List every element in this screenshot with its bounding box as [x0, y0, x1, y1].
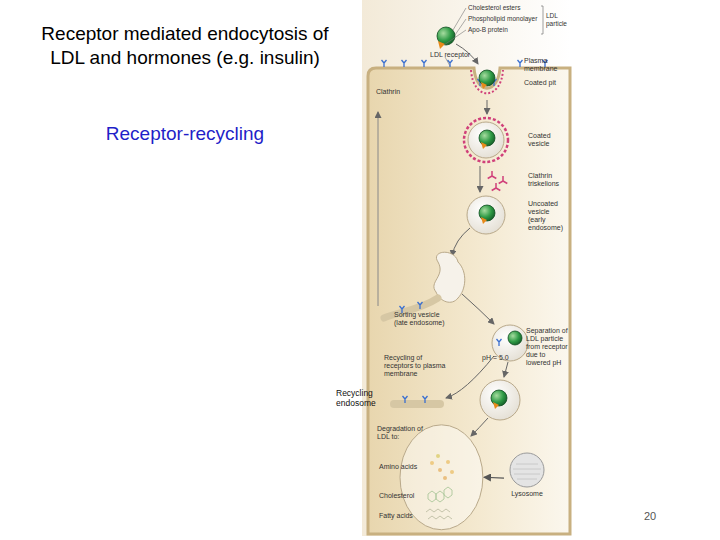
product-label: Fatty acids [379, 512, 429, 520]
flow-arrow [462, 294, 494, 324]
apo-b-protein [493, 402, 499, 409]
clathrin-triskelion [488, 171, 508, 191]
leader-line [445, 57, 450, 66]
lysosome-outline [510, 453, 544, 487]
receptor-symbol [402, 60, 407, 67]
node-heading: Degradation of LDL to: [377, 425, 429, 441]
flow-arrow [452, 228, 470, 256]
part-label: LDL receptor [430, 51, 480, 59]
transport-vesicle [480, 380, 520, 420]
flow-arrow [504, 362, 508, 377]
receptor-symbol [403, 396, 408, 403]
lysosome-shape [504, 450, 550, 508]
coated-vesicle [468, 122, 504, 158]
subtitle: Receptor-recycling [40, 122, 330, 146]
clathrin-coat [471, 70, 503, 93]
node-label: Lysosome [504, 490, 550, 498]
step-label: Separation of LDL particle from receptor… [526, 327, 568, 367]
step-label: Sorting vesicle (late endosome) [394, 311, 454, 327]
apo-b-protein [481, 142, 487, 149]
ph-label: pH = 5.0 [482, 354, 512, 362]
uncoated-vesicle [467, 196, 505, 234]
slide-title: Receptor mediated endocytosis of LDL and… [40, 22, 330, 70]
receptor-symbol [497, 339, 502, 346]
recycling-endosome-tubule [394, 400, 440, 408]
part-label: Clathrin triskelions [528, 172, 568, 188]
connector-arrow [484, 477, 504, 479]
apo-b-protein [481, 217, 487, 224]
part-label: LDL particle [546, 12, 570, 28]
part-label: Coated pit [524, 79, 568, 87]
receptor-symbol [423, 396, 428, 403]
clathrin-coat [464, 118, 508, 162]
product-label: Amino acids [379, 463, 429, 471]
flow-arrow [471, 418, 488, 436]
receptor-symbol [518, 60, 523, 67]
step-label: Coated vesicle [528, 132, 564, 148]
flow-arrow [480, 166, 481, 192]
ldl-particle [491, 390, 507, 406]
part-label: Cholesterol esters [468, 4, 544, 11]
step-label: Recycling of receptors to plasma membran… [384, 354, 450, 378]
annotation-label: Recycling endosome [336, 389, 388, 409]
lysosome: Lysosome [504, 450, 550, 508]
receptor-symbol [382, 60, 387, 67]
ldl-particle [479, 205, 495, 221]
plasma-membrane [368, 68, 570, 534]
apo-b-protein [438, 41, 445, 49]
lysosome-texture [513, 464, 541, 479]
recycling-arrow [378, 112, 379, 306]
leader-line [444, 8, 466, 45]
part-label: Plasma membrane [524, 57, 564, 73]
apo-b-protein [481, 82, 487, 89]
bracket [541, 6, 543, 34]
ldl-particle [479, 70, 495, 86]
part-label: Apo-B protein [468, 26, 544, 33]
flow-arrow [487, 100, 488, 114]
part-label: Phospholipid monolayer [468, 15, 544, 22]
step-label: Uncoated vesicle (early endosome) [528, 200, 568, 232]
ldl-particle [508, 331, 522, 345]
figure-background [362, 0, 570, 536]
degradation-vesicle: Degradation of LDL to: Amino acidsCholest… [372, 418, 484, 532]
ldl-particle [479, 130, 495, 146]
product-label: Cholesterol [379, 492, 429, 500]
part-label: Clathrin [376, 88, 416, 96]
receptor-symbol [422, 60, 427, 67]
receptor-symbol [418, 302, 423, 309]
page-number: 20 [630, 510, 670, 523]
